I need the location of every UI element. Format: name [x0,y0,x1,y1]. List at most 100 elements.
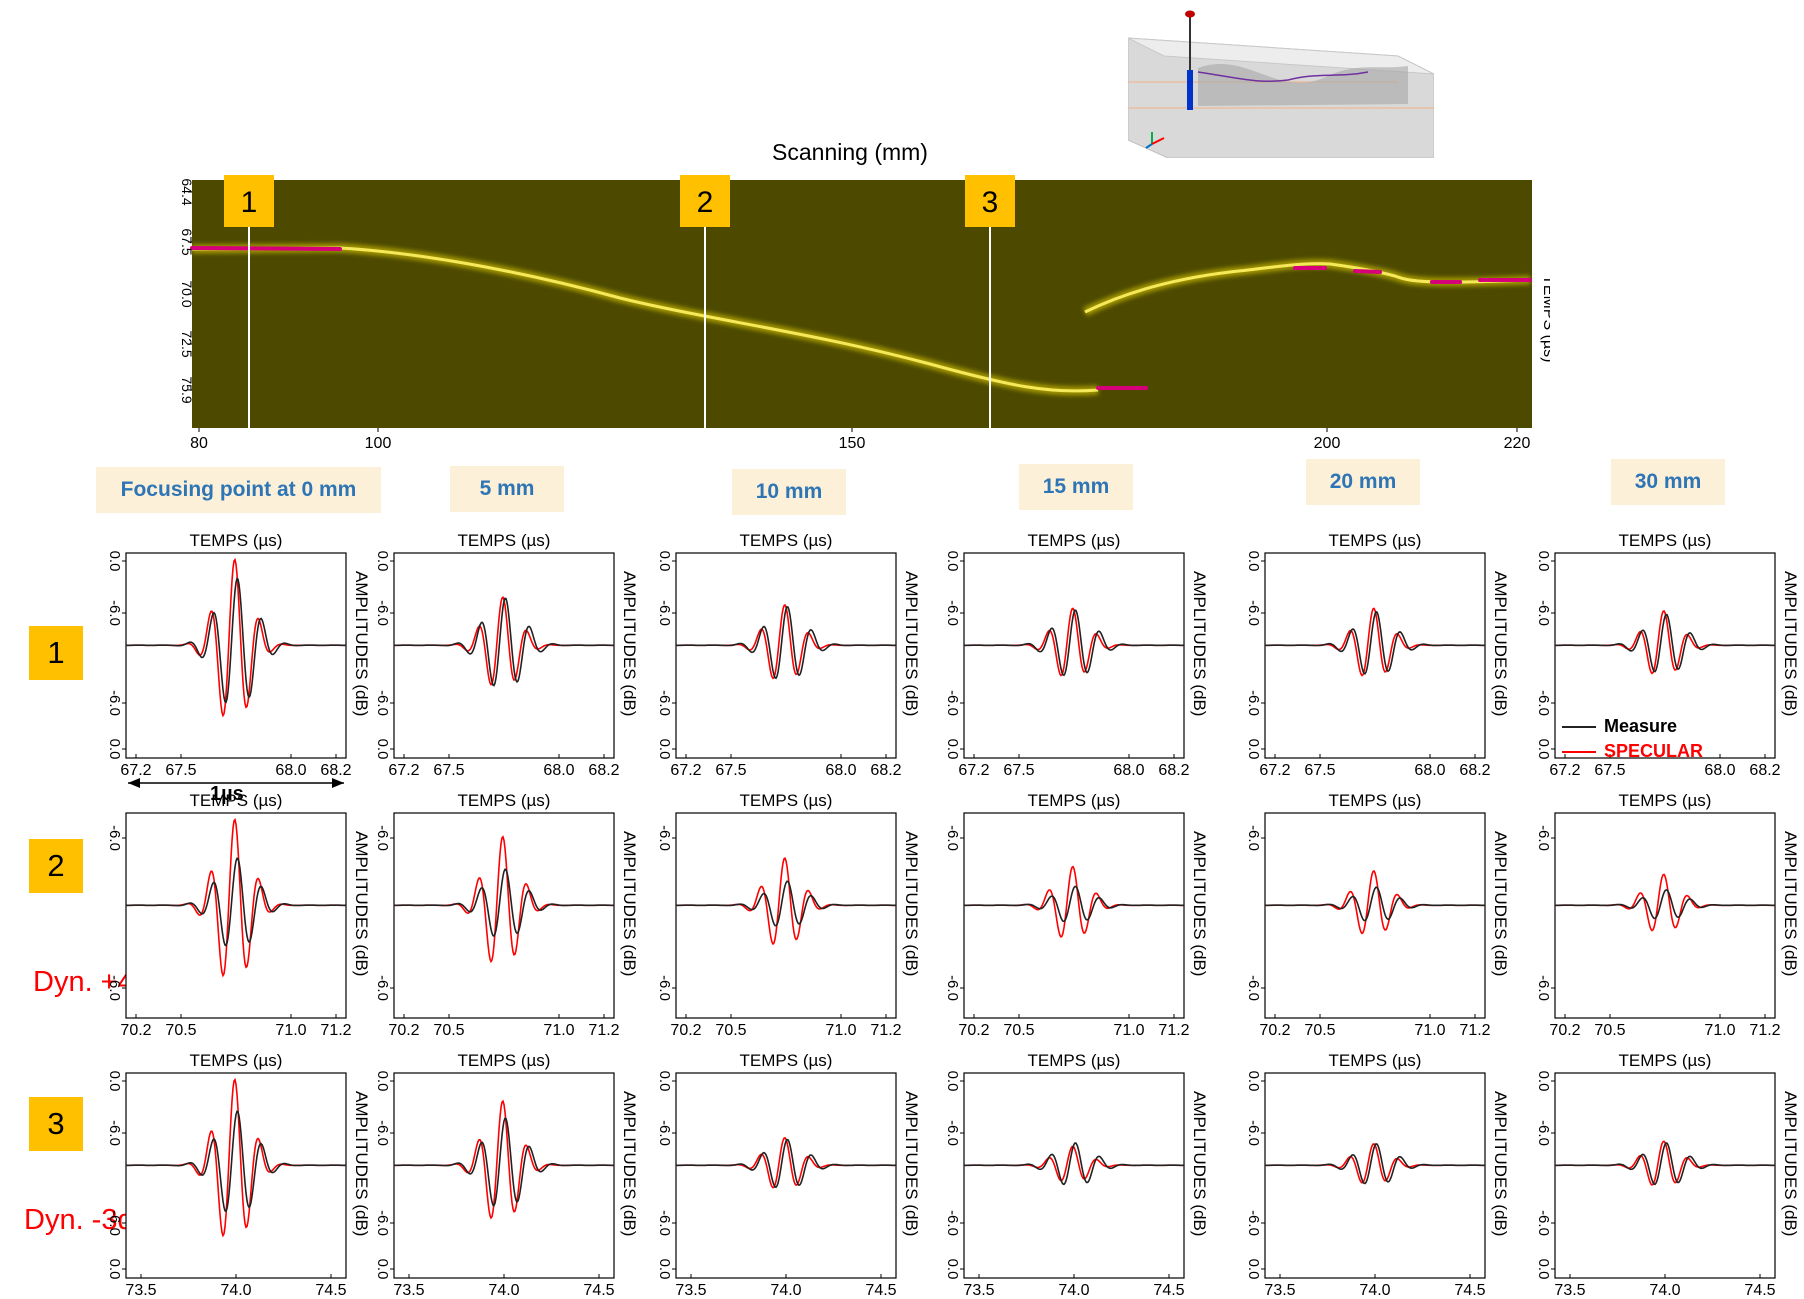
legend-measure: Measure [1562,716,1677,737]
ascan-xtick-label: 68.2 [1158,762,1189,779]
echo-peak-0 [190,246,342,251]
ascan-ytick-label: -6.0 [374,825,391,851]
ascan-ytick-label: -6.0 [106,825,123,851]
ascan-series-measure [964,885,1184,923]
ascan-top-label: TEMPS (µs) [1619,791,1712,810]
bscan-xtick-label-0: 80 [190,435,208,452]
ascan-xtick-label: 71.0 [825,1022,856,1039]
ascan-xtick-label: 67.5 [1594,762,1625,779]
ascan-ytick-label: 0.0 [656,551,673,572]
ascan-ytick-label: -6.0 [656,1210,673,1236]
ascan-frame-r3-c4 [963,1072,1185,1279]
bscan-xtick-label-1: 100 [365,435,392,452]
legend-specular-swatch [1562,751,1596,754]
ascan-ytick-label: 0.0 [374,1259,391,1280]
ascan-ytick-label: 0.0 [656,1071,673,1092]
bscan-title: Scanning (mm) [772,139,928,165]
ascan-ytick-label: -6.0 [656,690,673,716]
row-label-2: 2 [29,839,83,893]
ascan-xtick-label: 68.2 [1749,762,1780,779]
ascan-ytick-label: -6.0 [1245,600,1262,626]
ascan-ytick-label: -6.0 [1245,825,1262,851]
ascan-series-measure [1555,1142,1775,1186]
ascan-ytick-label: 0.0 [106,551,123,572]
ascan-series-measure [964,609,1184,677]
ascan-ytick-label: -6.0 [374,1120,391,1146]
ascan-top-label: TEMPS (µs) [1619,531,1712,550]
ascan-top-label: TEMPS (µs) [740,791,833,810]
bscan-xtick-label-2: 150 [839,435,866,452]
ascan-ytick-label: 0.0 [1535,1071,1552,1092]
ascan-xtick-label: 74.5 [315,1282,346,1299]
ascan-ytick-label: -6.0 [374,600,391,626]
legend-measure-label: Measure [1604,716,1678,736]
bscan-xtick-label-4: 220 [1504,435,1531,452]
legend-specular-label: SPECULAR [1604,741,1704,761]
ascan-xtick-label: 70.5 [433,1022,464,1039]
ascan-series-measure [126,857,346,947]
ascan-ytick-label: -6.0 [656,600,673,626]
ascan-ytick-label: 0.0 [944,1071,961,1092]
ascan-xtick-label: 70.2 [388,1022,419,1039]
ascan-ytick-label: -6.0 [374,975,391,1001]
ascan-frame-r3-c6 [1554,1072,1776,1279]
ascan-ytick-label: 0.0 [106,739,123,760]
ascan-top-label: TEMPS (µs) [458,531,551,550]
ascan-right-label: AMPLITUDES (dB) [620,831,639,976]
ascan-xtick-label: 71.0 [1414,1022,1445,1039]
ascan-xtick-label: 73.5 [675,1282,706,1299]
row-label-3: 3 [29,1097,83,1151]
ascan-ytick-label: -6.0 [106,600,123,626]
ascan-xtick-label: 67.5 [1003,762,1034,779]
ascan-ytick-label: 0.0 [106,1071,123,1092]
ascan-right-label: AMPLITUDES (dB) [1190,831,1209,976]
ascan-ytick-label: -6.0 [1535,600,1552,626]
ascan-xtick-label: 71.0 [543,1022,574,1039]
ascan-ytick-label: -6.0 [1245,975,1262,1001]
ascan-xtick-label: 70.5 [1003,1022,1034,1039]
ascan-xtick-label: 74.5 [865,1282,896,1299]
ascan-ytick-label: -6.0 [944,975,961,1001]
ascan-ytick-label: -6.0 [1535,690,1552,716]
ascan-xtick-label: 73.5 [1264,1282,1295,1299]
ascan-ytick-label: 0.0 [374,551,391,572]
bscan-xtick-label-3: 200 [1314,435,1341,452]
ascan-xtick-label: 74.5 [583,1282,614,1299]
ascan-series-measure [1555,889,1775,920]
ascan-top-label: TEMPS (µs) [1329,791,1422,810]
column-label-20mm: 20 mm [1306,459,1420,505]
ascan-series-measure [126,1110,346,1213]
ascan-ytick-label: -6.0 [944,690,961,716]
ascan-xtick-label: 67.5 [715,762,746,779]
ascan-ytick-label: -6.0 [106,1210,123,1236]
bscan-ytick-label-3: 72.5 [179,330,195,357]
ascan-xtick-label: 70.2 [1259,1022,1290,1039]
ascan-xtick-label: 71.2 [1749,1022,1780,1039]
ascan-top-label: TEMPS (µs) [458,1051,551,1070]
ascan-ytick-label: -6.0 [1535,975,1552,1001]
ascan-ytick-label: -6.0 [106,1120,123,1146]
ascan-ytick-label: 0.0 [944,1259,961,1280]
ascan-frame-r3-c1 [125,1072,347,1279]
ascan-right-label: AMPLITUDES (dB) [1491,831,1510,976]
scale-bar-label: 1µs [210,783,244,805]
ascan-xtick-label: 68.0 [1414,762,1445,779]
ascan-xtick-label: 74.0 [488,1282,519,1299]
ascan-xtick-label: 68.0 [275,762,306,779]
ascan-frame-r3-c3 [675,1072,897,1279]
ascan-ytick-label: -6.0 [944,600,961,626]
ascan-right-label: AMPLITUDES (dB) [352,1091,371,1236]
ascan-series-measure [394,868,614,938]
echo-peak-3 [1353,269,1382,274]
ascan-ytick-label: -6.0 [374,690,391,716]
ascan-frame-r1-c5 [1264,552,1486,759]
ascan-xtick-label: 67.2 [120,762,151,779]
ascan-frame-r2-c6 [1554,812,1776,1019]
ascan-top-label: TEMPS (µs) [1329,531,1422,550]
ascan-ytick-label: 0.0 [944,551,961,572]
bscan-marker-label-0: 1 [241,186,258,219]
ascan-xtick-label: 71.2 [1158,1022,1189,1039]
ascan-ytick-label: 0.0 [1245,1259,1262,1280]
ascan-xtick-label: 68.2 [870,762,901,779]
